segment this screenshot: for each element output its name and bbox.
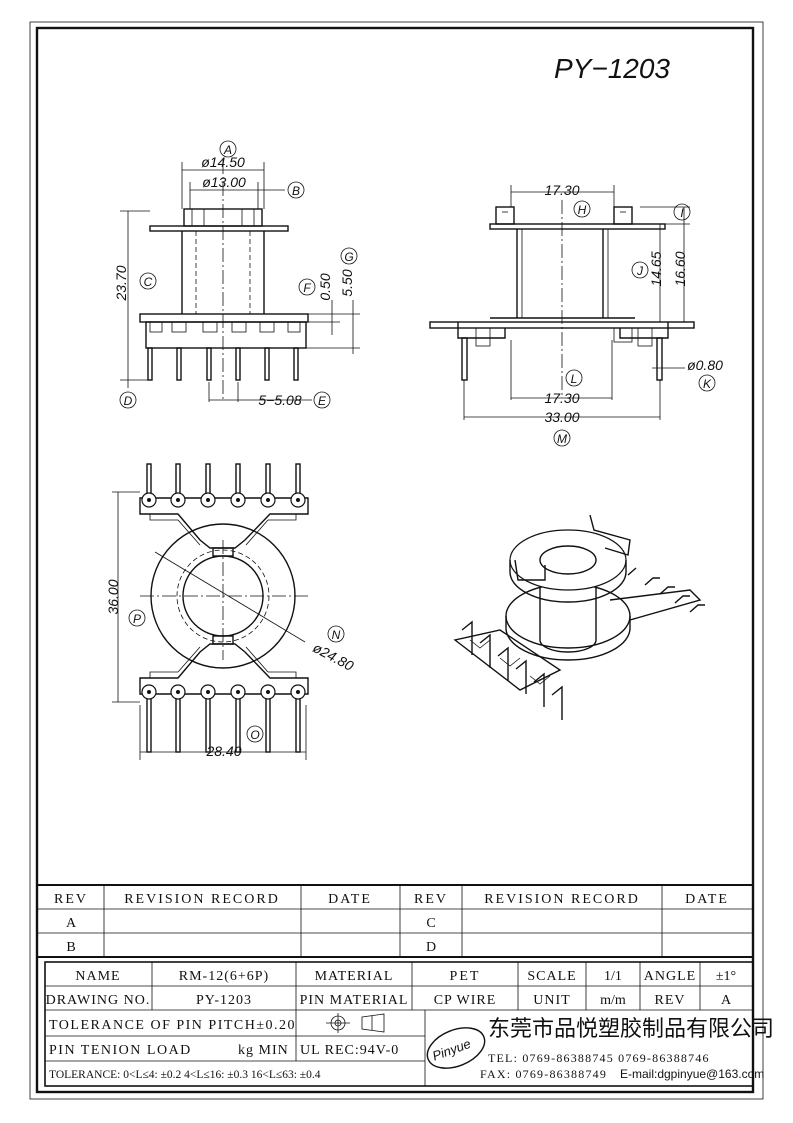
angle-label: ANGLE: [644, 969, 696, 984]
rev-label: REV: [655, 993, 686, 1008]
telephone: TEL: 0769-86388745 0769-86388746: [488, 1051, 710, 1065]
title-block: NAME RM-12(6+6P) MATERIAL PET SCALE 1/1 …: [44, 961, 774, 1087]
outer-border: [29, 21, 764, 1100]
dim-pitch: 5−5.08: [258, 392, 301, 408]
rev-row-b: B: [66, 940, 75, 955]
tolerance-general: TOLERANCE: 0<L≤4: ±0.2 4<L≤16: ±0.3 16<L…: [49, 1069, 321, 1081]
dim-f: 0.50: [317, 273, 333, 300]
rev-row-c: C: [426, 916, 435, 931]
unit-value: m/m: [600, 993, 626, 1008]
dim-height: 23.70: [113, 265, 129, 301]
balloon-l: L: [571, 372, 578, 386]
dim-top-width: 17.30: [544, 182, 579, 198]
balloon-k: K: [703, 377, 712, 391]
date-header-2: DATE: [685, 892, 729, 907]
balloon-e: E: [318, 394, 327, 408]
inner-border: [35, 26, 755, 1094]
pin-tension-label: PIN TENION LOAD: [49, 1043, 192, 1058]
angle-value: ±1°: [716, 969, 736, 984]
drawing-title: PY−1203: [554, 53, 670, 84]
bottom-view: 36.00 ø24.80 28.40 N O P: [105, 463, 357, 760]
balloon-b: B: [292, 184, 300, 198]
unit-label: UNIT: [533, 993, 570, 1008]
tolerance-pitch: TOLERANCE OF PIN PITCH±0.20: [49, 1018, 296, 1033]
pin-material-value: CP WIRE: [434, 993, 497, 1008]
balloon-f: F: [303, 281, 311, 295]
projection-symbol-icon: [326, 1013, 385, 1033]
material-value: PET: [450, 969, 481, 984]
balloon-p: P: [133, 612, 141, 626]
ul-rating: UL REC:94V-0: [300, 1043, 399, 1058]
email: E-mail:dgpinyue@163.com: [620, 1067, 764, 1081]
balloon-h: H: [578, 203, 587, 217]
dim-g: 5.50: [339, 269, 355, 296]
rev-row-d: D: [426, 940, 436, 955]
dim-d1: ø14.50: [201, 154, 245, 170]
pin-material-label: PIN MATERIAL: [300, 993, 409, 1008]
balloon-a: A: [223, 143, 232, 157]
revision-record-header-2: REVISION RECORD: [484, 892, 640, 907]
scale-value: 1/1: [604, 969, 622, 984]
balloon-g: G: [344, 250, 353, 264]
dim-j: 14.65: [648, 251, 664, 286]
balloon-j: J: [636, 264, 644, 278]
balloon-o: O: [250, 728, 259, 742]
dim-i: 16.60: [672, 251, 688, 286]
dim-flange-diameter: ø24.80: [310, 639, 356, 674]
company-name: 东莞市品悦塑胶制品有限公司: [488, 1016, 774, 1041]
dim-bottom-width: 17.30: [544, 390, 579, 406]
isometric-view: [453, 514, 705, 720]
dim-bottom-width: 28.40: [205, 743, 241, 759]
date-header-1: DATE: [328, 892, 372, 907]
dim-d2: ø13.00: [202, 174, 246, 190]
fax: FAX: 0769-86388749: [480, 1067, 607, 1081]
dim-total-width: 33.00: [544, 409, 579, 425]
name-label: NAME: [75, 969, 120, 984]
rev-row-a: A: [66, 916, 77, 931]
dim-pin-diameter: ø0.80: [687, 357, 723, 373]
revision-table: REV REVISION RECORD DATE REV REVISION RE…: [37, 884, 753, 958]
drawing-no-value: PY-1203: [196, 993, 252, 1008]
rev-header-2: REV: [414, 892, 448, 907]
material-label: MATERIAL: [315, 969, 394, 984]
front-view: ø14.50 ø13.00 23.70 0.50 5.50 5−5.08 A B…: [113, 140, 360, 409]
revision-record-header-1: REVISION RECORD: [124, 892, 280, 907]
pin-tension-value: kg MIN: [238, 1043, 289, 1058]
drawing-no-label: DRAWING NO.: [46, 993, 151, 1008]
name-value: RM-12(6+6P): [179, 969, 269, 984]
side-view: 17.30 14.65 16.60 ø0.80 17.30 33.00 H I …: [429, 182, 723, 447]
scale-label: SCALE: [527, 969, 576, 984]
dim-bottom-height: 36.00: [105, 579, 121, 614]
balloon-m: M: [557, 432, 567, 446]
balloon-c: C: [144, 275, 153, 289]
rev-header-1: REV: [54, 892, 88, 907]
balloon-i: I: [680, 206, 684, 220]
balloon-d: D: [124, 394, 133, 408]
logo-text: Pinyue: [430, 1036, 472, 1064]
rev-value: A: [721, 993, 732, 1008]
balloon-n: N: [332, 628, 341, 642]
